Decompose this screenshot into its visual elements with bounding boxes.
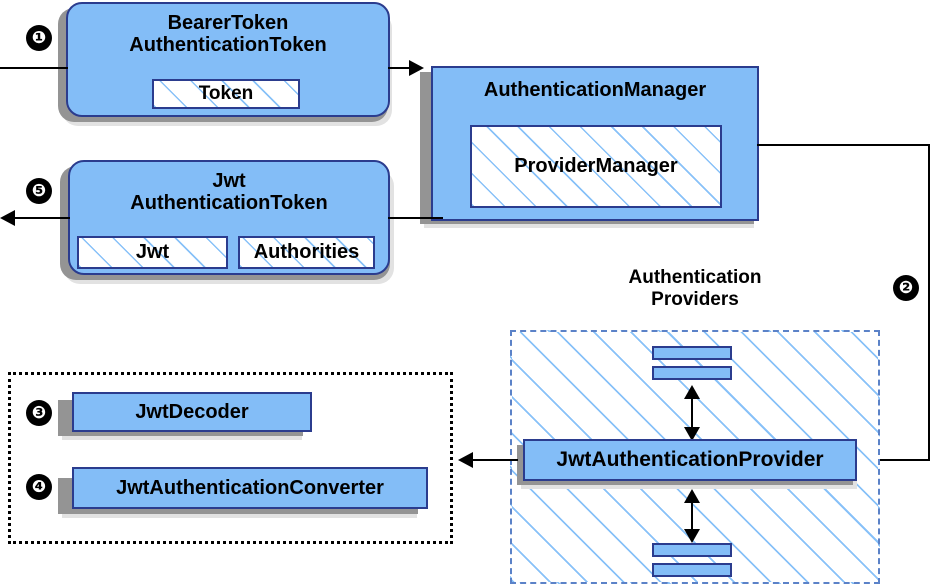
connector-bearer-to-manager [388, 67, 420, 69]
badge-step-2: ❷ [893, 275, 919, 301]
node-bearer-token-title: BearerToken AuthenticationToken [129, 12, 327, 57]
arrowhead-provider-top-down [684, 427, 700, 441]
badge-step-1: ❶ [26, 25, 52, 51]
arrowhead-provider-top-up [684, 385, 700, 399]
provider-placeholder-top-1 [652, 346, 732, 360]
connector-right-down [928, 144, 930, 461]
inner-authorities: Authorities [238, 236, 375, 269]
arrow-request-in [0, 67, 68, 69]
connector-jwt-token-out [15, 217, 70, 219]
inner-token: Token [152, 79, 300, 109]
connector-provider-top [691, 391, 693, 433]
node-jwt-authentication-converter-title: JwtAuthenticationConverter [116, 476, 384, 499]
inner-provider-manager: ProviderManager [470, 125, 722, 208]
node-jwt-authentication-provider[interactable]: JwtAuthenticationProvider [523, 439, 857, 481]
authentication-providers-label: Authentication Providers [628, 267, 762, 310]
node-jwt-authentication-provider-title: JwtAuthenticationProvider [556, 448, 824, 472]
connector-provider-bottom [691, 495, 693, 535]
connector-manager-to-jwt-token [388, 217, 443, 219]
provider-placeholder-top-2 [652, 366, 732, 380]
connector-into-provider [872, 459, 930, 461]
badge-step-5: ❺ [26, 178, 52, 204]
connector-provider-to-components [473, 459, 518, 461]
connector-manager-right [757, 144, 930, 146]
badge-step-4: ❹ [26, 474, 52, 500]
node-authentication-manager-title: AuthenticationManager [483, 79, 707, 101]
node-jwt-authentication-converter[interactable]: JwtAuthenticationConverter [72, 467, 428, 509]
badge-step-3: ❸ [26, 400, 52, 426]
provider-placeholder-bottom-2 [652, 563, 732, 577]
arrowhead-provider-to-components [458, 452, 473, 468]
arrowhead-provider-bottom-down [684, 529, 700, 543]
provider-placeholder-bottom-1 [652, 543, 732, 557]
arrowhead-response-out [0, 210, 15, 226]
node-jwt-decoder-title: JwtDecoder [135, 400, 249, 423]
node-jwt-decoder[interactable]: JwtDecoder [72, 392, 312, 432]
node-jwt-authentication-token-title: Jwt AuthenticationToken [130, 170, 328, 215]
arrowhead-provider-bottom-up [684, 489, 700, 503]
inner-jwt: Jwt [77, 236, 228, 269]
jwt-components-region [8, 372, 453, 544]
